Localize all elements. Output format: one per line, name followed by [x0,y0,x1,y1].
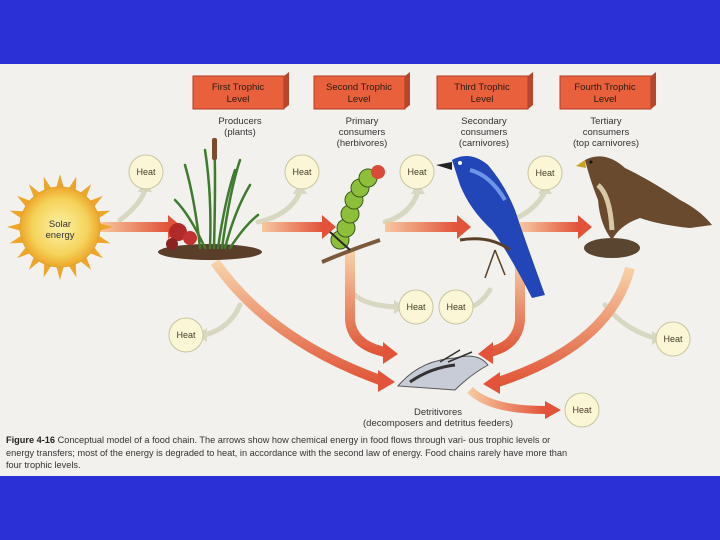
trophic-level-label-4: Fourth Trophic [574,82,635,93]
trophic-level-sub-4: Level [594,94,617,105]
svg-text:(top carnivores): (top carnivores) [573,138,639,149]
bird-icon [436,156,545,298]
sun-icon: Solar energy [7,174,113,280]
solar-energy-sublabel: energy [45,230,74,241]
svg-text:Producers: Producers [218,116,262,127]
svg-text:consumers: consumers [461,127,508,138]
svg-text:Heat: Heat [535,168,555,178]
heat-arrow-primary-down [352,292,398,310]
heat-bubble-2: Heat [284,154,320,190]
energy-arrow-tertiary-to-detritivores [496,266,635,387]
solar-energy-label: Solar [49,219,71,230]
trophic-level-sub-3: Level [471,94,494,105]
svg-text:(decomposers and detritus feed: (decomposers and detritus feeders) [363,418,513,429]
svg-text:Detritivores: Detritivores [414,407,462,418]
energy-arrow-primary-to-detritivores [345,250,387,357]
heat-arrows [117,187,658,341]
primary-consumers-caption: Primary consumers (herbivores) [337,116,388,149]
secondary-consumers-caption: Secondary consumers (carnivores) [459,116,509,149]
heat-bubble-7: Heat [438,289,474,325]
svg-text:Heat: Heat [446,302,466,312]
trophic-level-box-3: Third Trophic Level [436,72,533,110]
heat-bubbles: Heat Heat Heat Heat Heat Heat [128,154,691,428]
heat-bubble-9: Heat [564,392,600,428]
heat-arrow-primary [382,189,421,225]
food-chain-figure [0,64,720,476]
svg-text:Primary: Primary [346,116,379,127]
caption-line-2: ous trophic levels or energy transfers; … [6,435,551,458]
trophic-level-box-1: First Trophic Level [192,72,289,110]
trophic-level-label-3: Third Trophic [454,82,510,93]
figure-label: Figure 4-16 [6,435,56,445]
svg-text:Secondary: Secondary [461,116,507,127]
heat-bubble-1: Heat [128,154,164,190]
caption-line-3: of energy. Food chains rarely have more … [6,447,568,471]
svg-text:Heat: Heat [572,405,592,415]
heat-bubble-6: Heat [398,289,434,325]
trophic-level-label-2: Second Trophic [326,82,392,93]
trophic-level-box-4: Fourth Trophic Level [559,72,656,110]
heat-arrow-producer-down [202,302,243,338]
energy-arrow-secondary-to-tertiary [520,222,578,232]
caterpillar-icon [321,165,385,264]
heat-bubble-8: Heat [655,321,691,357]
svg-text:Heat: Heat [176,330,196,340]
svg-text:Heat: Heat [663,334,683,344]
heat-bubble-4: Heat [527,155,563,191]
heat-arrow-sun [117,187,148,223]
svg-text:(plants): (plants) [224,127,256,138]
energy-arrow-producers-to-primary [262,222,322,232]
heat-bubble-5: Heat [168,317,204,353]
svg-text:Heat: Heat [136,167,156,177]
producers-caption: Producers (plants) [218,116,262,138]
svg-text:(herbivores): (herbivores) [337,138,388,149]
caption-line-1: Conceptual model of a food chain. The ar… [57,435,466,445]
heat-arrow-producers [255,189,303,225]
svg-text:Heat: Heat [407,167,427,177]
svg-text:Heat: Heat [292,167,312,177]
energy-arrow-sun-to-producers [100,222,168,232]
svg-text:consumers: consumers [339,127,386,138]
energy-arrow-detritivores-to-heat [467,387,546,414]
tertiary-consumers-caption: Tertiary consumers (top carnivores) [573,116,639,149]
trophic-level-box-2: Second Trophic Level [313,72,410,110]
svg-text:consumers: consumers [583,127,630,138]
energy-arrow-primary-to-secondary [385,222,457,232]
energy-arrow-producers-to-detritivores [210,259,382,385]
svg-text:(carnivores): (carnivores) [459,138,509,149]
detritivores-icon [396,349,489,391]
plants-icon [158,138,262,260]
energy-arrow-secondary-to-detritivores [488,255,525,357]
trophic-level-sub-1: Level [227,94,250,105]
heat-bubble-3: Heat [399,154,435,190]
detritivores-caption: Detritivores (decomposers and detritus f… [363,407,513,429]
figure-caption: Figure 4-16 Conceptual model of a food c… [6,434,576,472]
hawk-icon [576,156,712,258]
trophic-level-sub-2: Level [348,94,371,105]
trophic-level-label-1: First Trophic [212,82,265,93]
svg-text:Tertiary: Tertiary [590,116,621,127]
svg-text:Heat: Heat [406,302,426,312]
